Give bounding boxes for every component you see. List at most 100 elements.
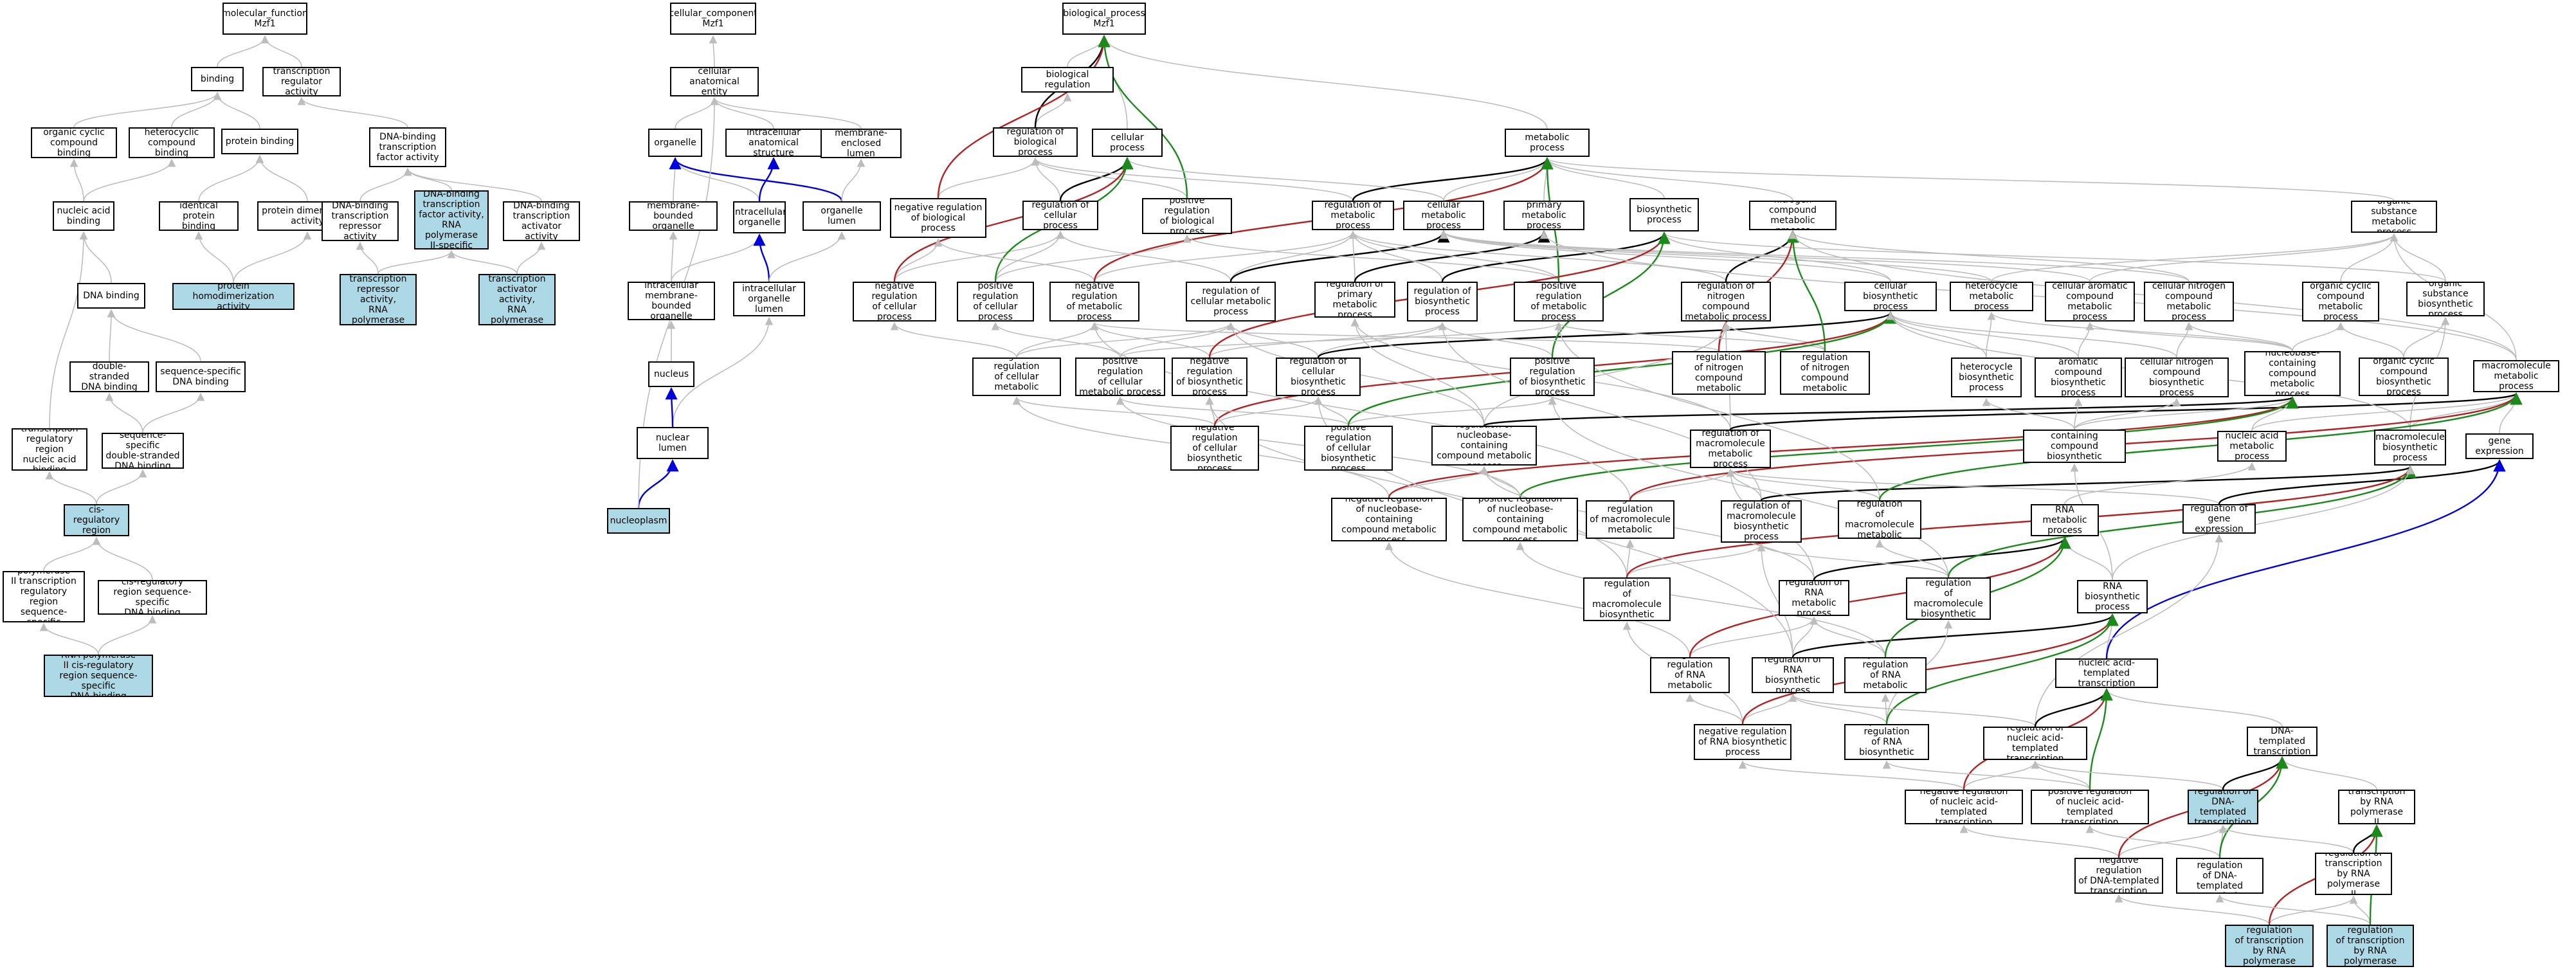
go-term-node[interactable]: positive regulation of nucleobase-contai… bbox=[1462, 498, 1578, 541]
go-term-node[interactable]: heterocycle metabolic process bbox=[1950, 282, 2033, 311]
go-term-node[interactable]: cellular nitrogen compound metabolic pro… bbox=[2144, 282, 2234, 321]
go-term-node[interactable]: negative regulation of nitrogen compound… bbox=[1672, 351, 1766, 395]
go-term-node[interactable]: positive regulation of nucleic acid-temp… bbox=[2031, 790, 2149, 824]
go-term-node[interactable]: nucleobase-containing compound biosynthe… bbox=[2023, 430, 2126, 463]
go-term-node[interactable]: organic cyclic compound biosynthetic pro… bbox=[2359, 358, 2449, 396]
go-term-node[interactable]: transcription cis-regulatory region bind… bbox=[64, 504, 129, 536]
go-term-node[interactable]: regulation of biosynthetic process bbox=[1407, 282, 1478, 321]
go-term-node[interactable]: negative regulation of RNA biosynthetic … bbox=[1694, 724, 1791, 760]
go-term-node[interactable]: biological_process Mzf1 bbox=[1062, 3, 1146, 35]
go-term-node[interactable]: negative regulation of transcription by … bbox=[2225, 925, 2314, 967]
go-term-node[interactable]: positive regulation of RNA biosynthetic … bbox=[1844, 724, 1929, 760]
go-term-node[interactable]: intracellular organelle bbox=[733, 201, 786, 233]
go-term-node[interactable]: nucleus bbox=[648, 361, 694, 387]
go-term-node[interactable]: negative regulation of cellular process bbox=[853, 282, 936, 321]
go-term-node[interactable]: regulation of macromolecule biosynthetic… bbox=[1721, 500, 1802, 543]
go-term-node[interactable]: sequence-specific DNA binding bbox=[156, 361, 246, 392]
go-term-node[interactable]: intracellular anatomical structure bbox=[725, 129, 822, 157]
go-term-node[interactable]: negative regulation of biological proces… bbox=[890, 198, 986, 238]
go-term-node[interactable]: binding bbox=[191, 67, 244, 91]
go-term-node[interactable]: protein homodimerization activity bbox=[172, 283, 295, 310]
go-term-node[interactable]: regulation of nucleic acid-templated tra… bbox=[1983, 727, 2087, 760]
go-term-node[interactable]: macromolecule metabolic process bbox=[2473, 360, 2559, 392]
go-term-node[interactable]: biosynthetic process bbox=[1629, 198, 1699, 231]
go-term-node[interactable]: regulation of macromolecule metabolic pr… bbox=[1690, 430, 1771, 468]
go-term-node[interactable]: nuclear lumen bbox=[637, 427, 709, 459]
go-term-node[interactable]: negative regulation of DNA-templated tra… bbox=[2074, 858, 2163, 894]
go-term-node[interactable]: nucleoplasm bbox=[607, 508, 670, 534]
go-term-node[interactable]: DNA-binding transcription factor activit… bbox=[414, 190, 489, 249]
go-term-node[interactable]: transcription regulatory region nucleic … bbox=[12, 428, 87, 471]
go-term-node[interactable]: regulation of cellular metabolic process bbox=[1186, 282, 1276, 321]
go-term-node[interactable]: regulation of transcription by RNA polym… bbox=[2315, 853, 2392, 895]
go-term-node[interactable]: intracellular organelle lumen bbox=[733, 282, 805, 316]
go-term-node[interactable]: positive regulation of cellular process bbox=[957, 282, 1034, 321]
go-term-node[interactable]: nucleic acid-templated transcription bbox=[2055, 658, 2158, 688]
go-term-node[interactable]: positive regulation of biosynthetic proc… bbox=[1510, 358, 1595, 396]
go-term-node[interactable]: RNA metabolic process bbox=[2031, 504, 2099, 536]
go-term-node[interactable]: positive regulation of DNA-templated tra… bbox=[2176, 858, 2263, 894]
go-term-node[interactable]: cellular aromatic compound metabolic pro… bbox=[2045, 282, 2135, 321]
go-term-node[interactable]: cis-regulatory region sequence-specific … bbox=[98, 580, 207, 615]
go-term-node[interactable]: positive regulation of cellular metaboli… bbox=[1075, 358, 1165, 396]
go-term-node[interactable]: organelle lumen bbox=[803, 201, 881, 231]
go-term-node[interactable]: nitrogen compound metabolic process bbox=[1749, 201, 1837, 230]
go-term-node[interactable]: organelle bbox=[648, 129, 702, 157]
go-term-node[interactable]: macromolecule biosynthetic process bbox=[2374, 430, 2446, 466]
go-term-node[interactable]: intracellular membrane-bounded organelle bbox=[628, 282, 715, 320]
go-term-node[interactable]: negative regulation of cellular biosynth… bbox=[1170, 426, 1259, 471]
go-term-node[interactable]: cellular nitrogen compound biosynthetic … bbox=[2125, 358, 2229, 397]
go-term-node[interactable]: protein binding bbox=[221, 129, 298, 154]
go-term-node[interactable]: membrane-bounded organelle bbox=[629, 201, 718, 231]
go-term-node[interactable]: regulation of gene expression bbox=[2182, 504, 2256, 534]
go-term-node[interactable]: DNA binding bbox=[77, 283, 145, 309]
go-term-node[interactable]: cellular biosynthetic process bbox=[1844, 282, 1937, 311]
go-term-node[interactable]: regulation of RNA metabolic process bbox=[1779, 580, 1849, 616]
go-term-node[interactable]: negative regulation of cellular metaboli… bbox=[972, 358, 1061, 396]
go-term-node[interactable]: positive regulation of nitrogen compound… bbox=[1780, 351, 1870, 395]
go-term-node[interactable]: positive regulation of metabolic process bbox=[1514, 282, 1604, 321]
go-term-node[interactable]: regulation of nucleobase-containing comp… bbox=[1431, 426, 1537, 466]
go-term-node[interactable]: cellular metabolic process bbox=[1403, 201, 1484, 230]
go-term-node[interactable]: transcription regulator activity bbox=[262, 67, 341, 96]
go-term-node[interactable]: nucleic acid binding bbox=[53, 201, 114, 231]
go-term-node[interactable]: negative regulation of metabolic process bbox=[1049, 282, 1139, 321]
go-term-node[interactable]: organic substance metabolic process bbox=[2351, 201, 2437, 233]
go-term-node[interactable]: regulation of cellular process bbox=[1022, 201, 1098, 230]
go-term-node[interactable]: nucleic acid metabolic process bbox=[2217, 431, 2287, 462]
go-term-node[interactable]: cellular anatomical entity bbox=[670, 67, 759, 96]
go-term-node[interactable]: regulation of nitrogen compound metaboli… bbox=[1681, 282, 1771, 321]
go-term-node[interactable]: molecular_function Mzf1 bbox=[222, 3, 307, 35]
go-term-node[interactable]: primary metabolic process bbox=[1503, 201, 1584, 230]
go-term-node[interactable]: regulation of biological process bbox=[993, 127, 1078, 157]
go-term-node[interactable]: DNA-binding transcription activator acti… bbox=[503, 201, 580, 241]
go-term-node[interactable]: DNA-binding transcription factor activit… bbox=[369, 127, 446, 167]
go-term-node[interactable]: positive regulation of cellular biosynth… bbox=[1304, 426, 1393, 471]
go-term-node[interactable]: membrane-enclosed lumen bbox=[821, 129, 902, 158]
go-term-node[interactable]: negative regulation of macromolecule bio… bbox=[1583, 577, 1671, 621]
go-term-node[interactable]: cellular_component Mzf1 bbox=[670, 3, 756, 35]
go-term-node[interactable]: positive regulation of biological proces… bbox=[1142, 198, 1232, 234]
go-term-node[interactable]: metabolic process bbox=[1505, 129, 1590, 157]
go-term-node[interactable]: RNA polymerase II cis-regulatory region … bbox=[44, 655, 153, 697]
go-term-node[interactable]: DNA-binding transcription activator acti… bbox=[478, 274, 556, 325]
go-term-node[interactable]: regulation of metabolic process bbox=[1312, 201, 1394, 230]
go-term-node[interactable]: heterocyclic compound binding bbox=[129, 127, 215, 158]
go-term-node[interactable]: organic cyclic compound metabolic proces… bbox=[2302, 282, 2379, 321]
go-term-node[interactable]: heterocycle biosynthetic process bbox=[1951, 358, 2022, 397]
go-term-node[interactable]: nucleobase-containing compound metabolic… bbox=[2244, 351, 2341, 396]
go-term-node[interactable]: gene expression bbox=[2465, 433, 2534, 459]
go-term-node[interactable]: regulation of primary metabolic process bbox=[1314, 282, 1395, 318]
go-term-node[interactable]: regulation of DNA-templated transcriptio… bbox=[2188, 790, 2258, 824]
go-term-node[interactable]: aromatic compound biosynthetic process bbox=[2035, 358, 2122, 397]
go-term-node[interactable]: DNA-templated transcription bbox=[2247, 727, 2317, 756]
go-term-node[interactable]: RNA biosynthetic process bbox=[2077, 580, 2148, 613]
go-term-node[interactable]: RNA polymerase II transcription regulato… bbox=[3, 571, 85, 622]
go-term-node[interactable]: regulation of RNA biosynthetic process bbox=[1752, 657, 1834, 693]
go-term-node[interactable]: sequence-specific double-stranded DNA bi… bbox=[102, 433, 184, 469]
go-term-node[interactable]: double-stranded DNA binding bbox=[69, 361, 149, 392]
go-term-node[interactable]: negative regulation of nucleobase-contai… bbox=[1331, 498, 1447, 541]
go-term-node[interactable]: DNA-binding transcription repressor acti… bbox=[340, 274, 417, 325]
go-term-node[interactable]: negative regulation of macromolecule met… bbox=[1586, 500, 1674, 539]
go-term-node[interactable]: cellular process bbox=[1092, 129, 1163, 157]
